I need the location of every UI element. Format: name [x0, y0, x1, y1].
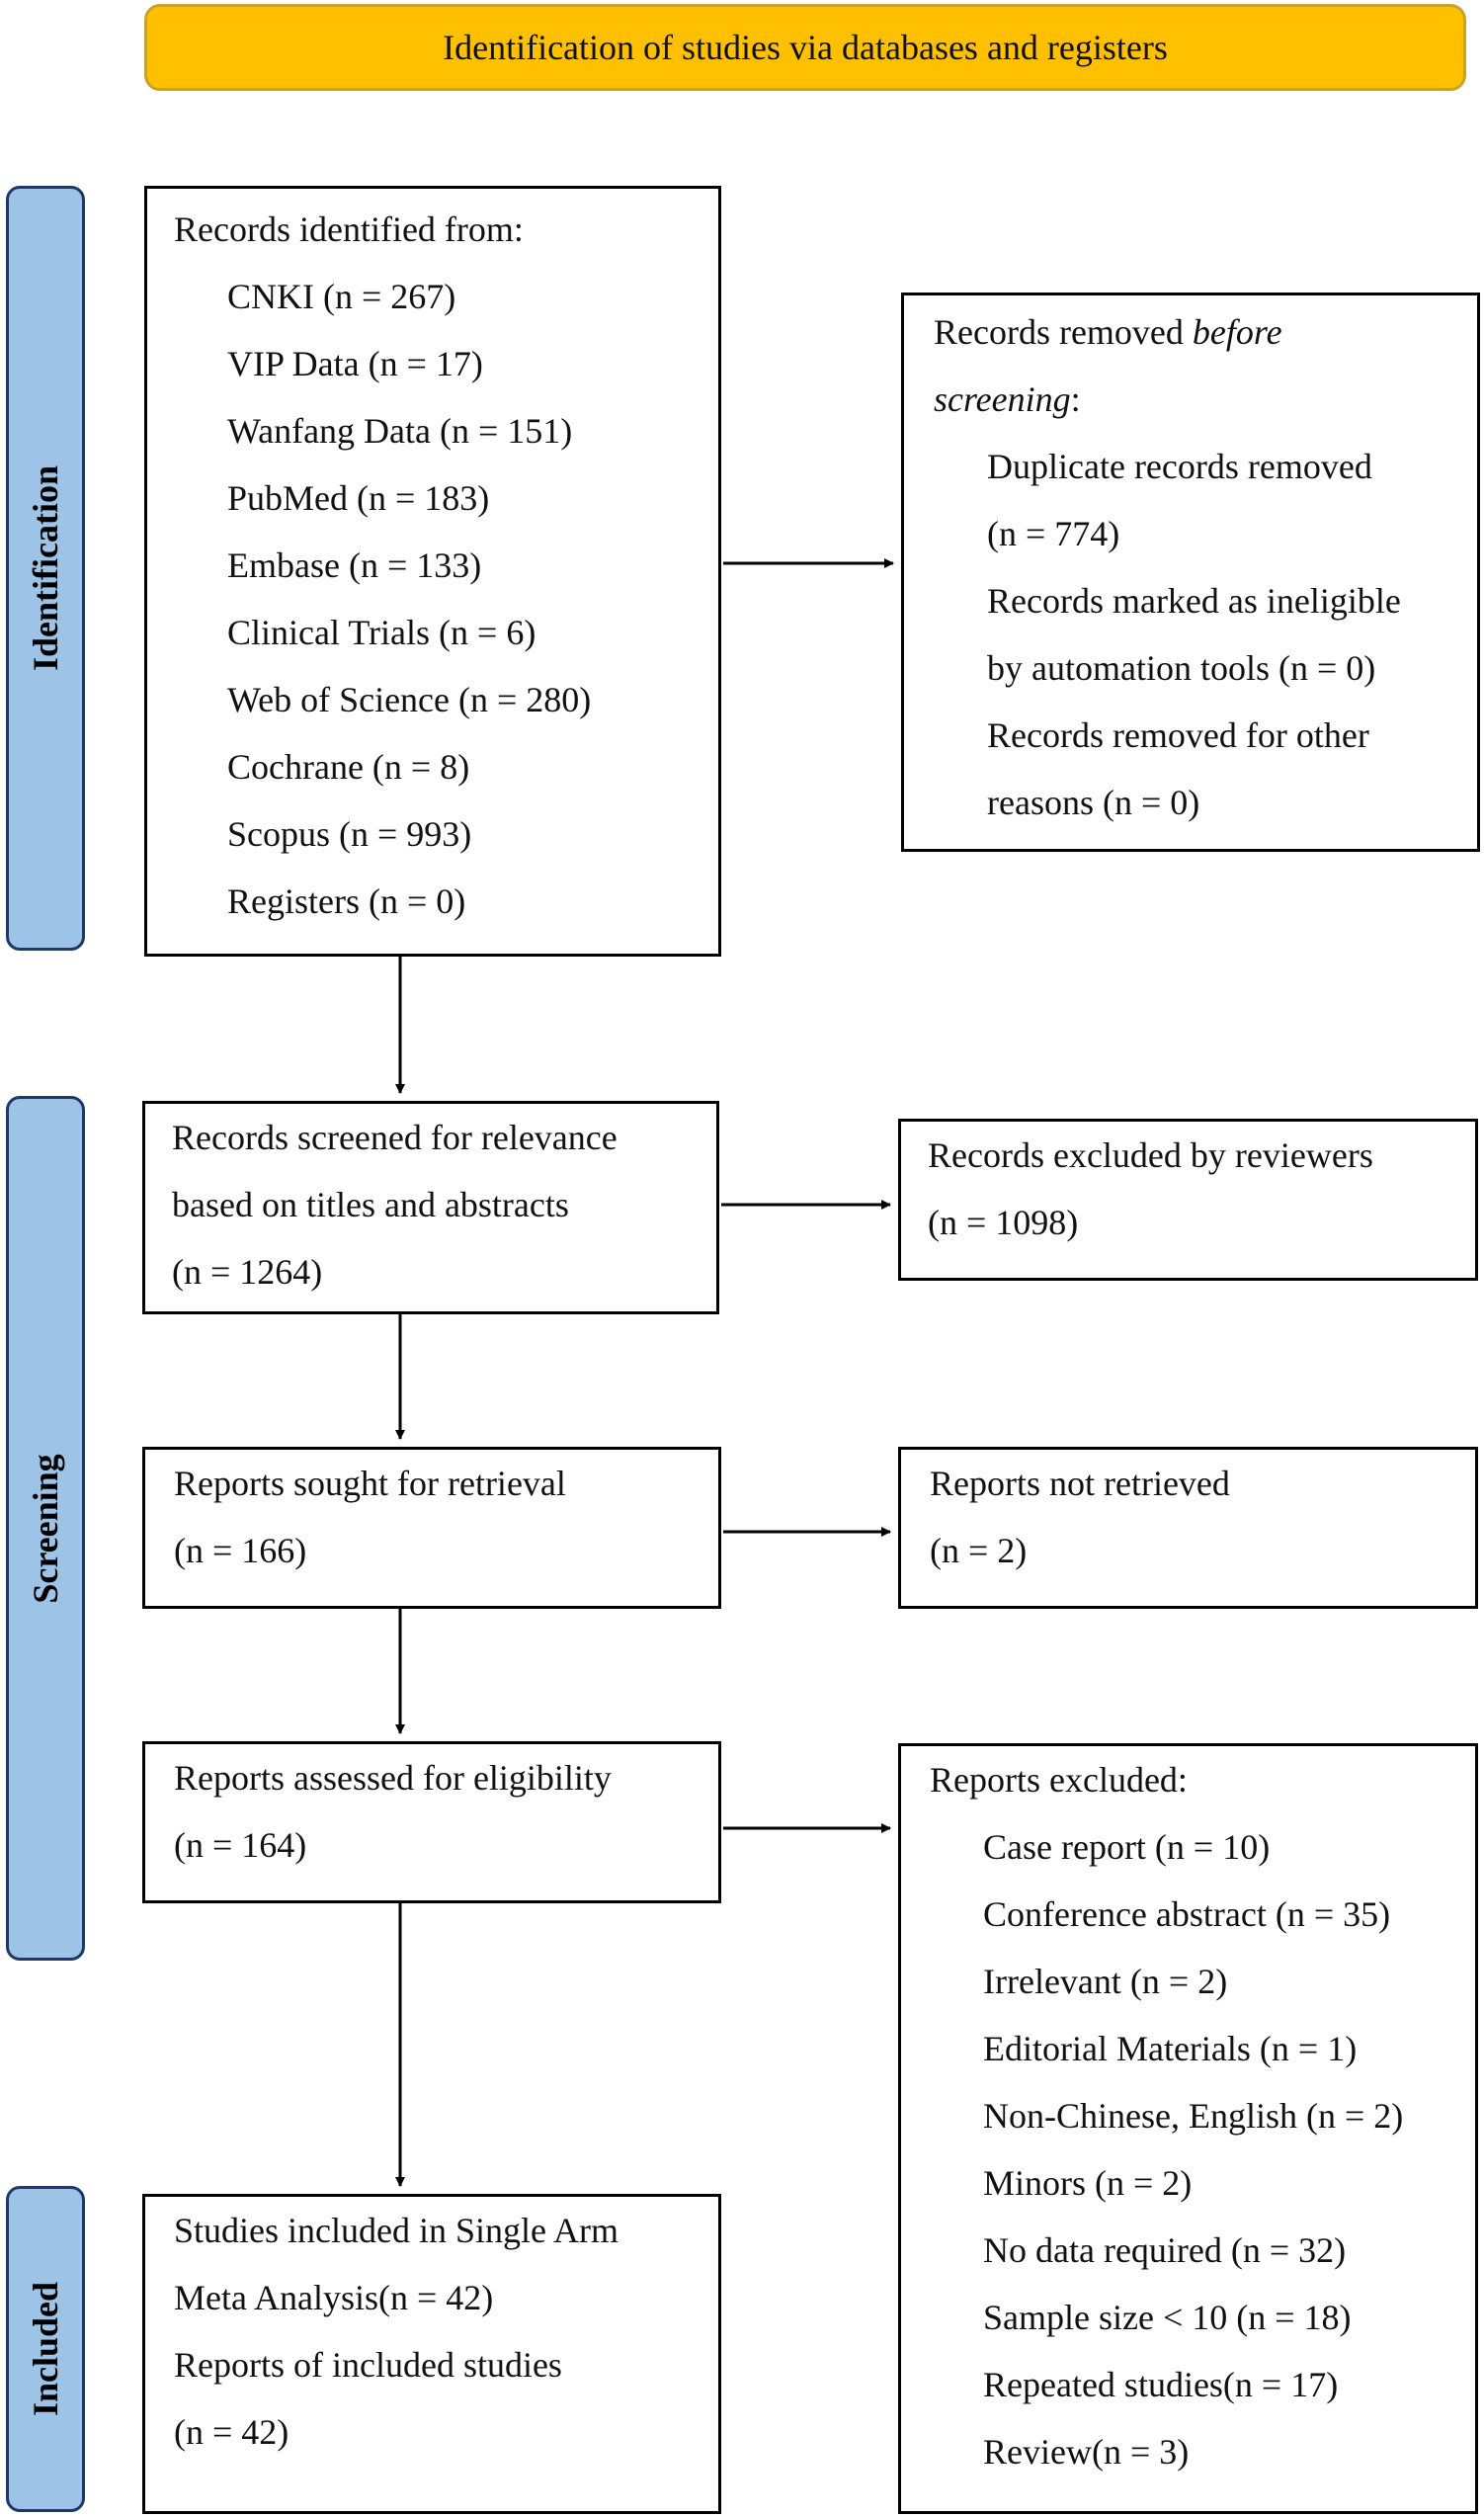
removed-item: (n = 774) — [987, 514, 1120, 553]
reports-not-retrieved-count: (n = 2) — [930, 1531, 1028, 1570]
reports-excluded-title: Reports excluded: — [930, 1760, 1188, 1800]
records-removed-box: Records removed before screening: Duplic… — [901, 293, 1480, 852]
header-title: Identification of studies via databases … — [443, 28, 1168, 67]
reports-not-retrieved-text: Reports not retrieved — [930, 1464, 1230, 1503]
excluded-reason: Conference abstract (n = 35) — [983, 1894, 1391, 1934]
reports-assessed-text: Reports assessed for eligibility — [174, 1758, 612, 1798]
records-identified-box: Records identified from: CNKI (n = 267) … — [144, 186, 721, 957]
records-excluded-text: Records excluded by reviewers — [928, 1135, 1373, 1175]
reports-assessed-count: (n = 164) — [174, 1825, 307, 1865]
removed-item: Duplicate records removed — [987, 447, 1372, 486]
removed-item: reasons (n = 0) — [987, 783, 1200, 822]
removed-item: Records marked as ineligible — [987, 581, 1401, 621]
reports-sought-count: (n = 166) — [174, 1531, 307, 1570]
reports-sought-text: Reports sought for retrieval — [174, 1464, 566, 1503]
excluded-reason: Review(n = 3) — [983, 2432, 1190, 2472]
records-screened-count: (n = 1264) — [172, 1252, 323, 1292]
reports-not-retrieved-box: Reports not retrieved (n = 2) — [898, 1447, 1478, 1609]
phase-screening: Screening — [6, 1096, 85, 1961]
excluded-reason: Repeated studies(n = 17) — [983, 2365, 1339, 2404]
source-item: Clinical Trials (n = 6) — [227, 613, 536, 652]
records-removed-title: Records removed before — [934, 312, 1282, 352]
source-item: Cochrane (n = 8) — [227, 747, 470, 787]
studies-included-text: (n = 42) — [174, 2412, 289, 2452]
excluded-reason: Minors (n = 2) — [983, 2163, 1193, 2203]
records-excluded-count: (n = 1098) — [928, 1203, 1079, 1242]
source-item: Wanfang Data (n = 151) — [227, 411, 573, 451]
reports-sought-box: Reports sought for retrieval (n = 166) — [142, 1447, 721, 1609]
source-item: CNKI (n = 267) — [227, 277, 456, 316]
studies-included-text: Meta Analysis(n = 42) — [174, 2278, 494, 2317]
excluded-reason: Irrelevant (n = 2) — [983, 1962, 1228, 2001]
excluded-reason: Non-Chinese, English (n = 2) — [983, 2096, 1404, 2136]
records-screened-text: based on titles and abstracts — [172, 1185, 569, 1224]
source-item: PubMed (n = 183) — [227, 478, 490, 518]
records-removed-title-line2: screening: — [934, 379, 1081, 419]
records-screened-text: Records screened for relevance — [172, 1118, 618, 1157]
source-item: Web of Science (n = 280) — [227, 680, 592, 719]
studies-included-text: Reports of included studies — [174, 2345, 562, 2385]
records-excluded-reviewers-box: Records excluded by reviewers (n = 1098) — [898, 1119, 1478, 1281]
excluded-reason: Case report (n = 10) — [983, 1827, 1271, 1867]
excluded-reason: Editorial Materials (n = 1) — [983, 2029, 1358, 2068]
excluded-reason: Sample size < 10 (n = 18) — [983, 2298, 1352, 2337]
records-identified-title: Records identified from: — [174, 210, 524, 249]
removed-item: Records removed for other — [987, 715, 1369, 755]
studies-included-box: Studies included in Single Arm Meta Anal… — [142, 2194, 721, 2514]
removed-item: by automation tools (n = 0) — [987, 648, 1376, 688]
source-item: Embase (n = 133) — [227, 545, 482, 585]
source-item: Registers (n = 0) — [227, 881, 466, 921]
source-item: VIP Data (n = 17) — [227, 344, 483, 383]
reports-assessed-box: Reports assessed for eligibility (n = 16… — [142, 1741, 721, 1903]
excluded-reason: No data required (n = 32) — [983, 2230, 1347, 2270]
source-item: Scopus (n = 993) — [227, 814, 472, 854]
studies-included-text: Studies included in Single Arm — [174, 2211, 618, 2250]
phase-included: Included — [6, 2186, 85, 2512]
phase-identification: Identification — [6, 186, 85, 951]
diagram-header: Identification of studies via databases … — [144, 4, 1466, 91]
reports-excluded-box: Reports excluded: Case report (n = 10) C… — [898, 1743, 1478, 2514]
records-screened-box: Records screened for relevance based on … — [142, 1101, 719, 1314]
